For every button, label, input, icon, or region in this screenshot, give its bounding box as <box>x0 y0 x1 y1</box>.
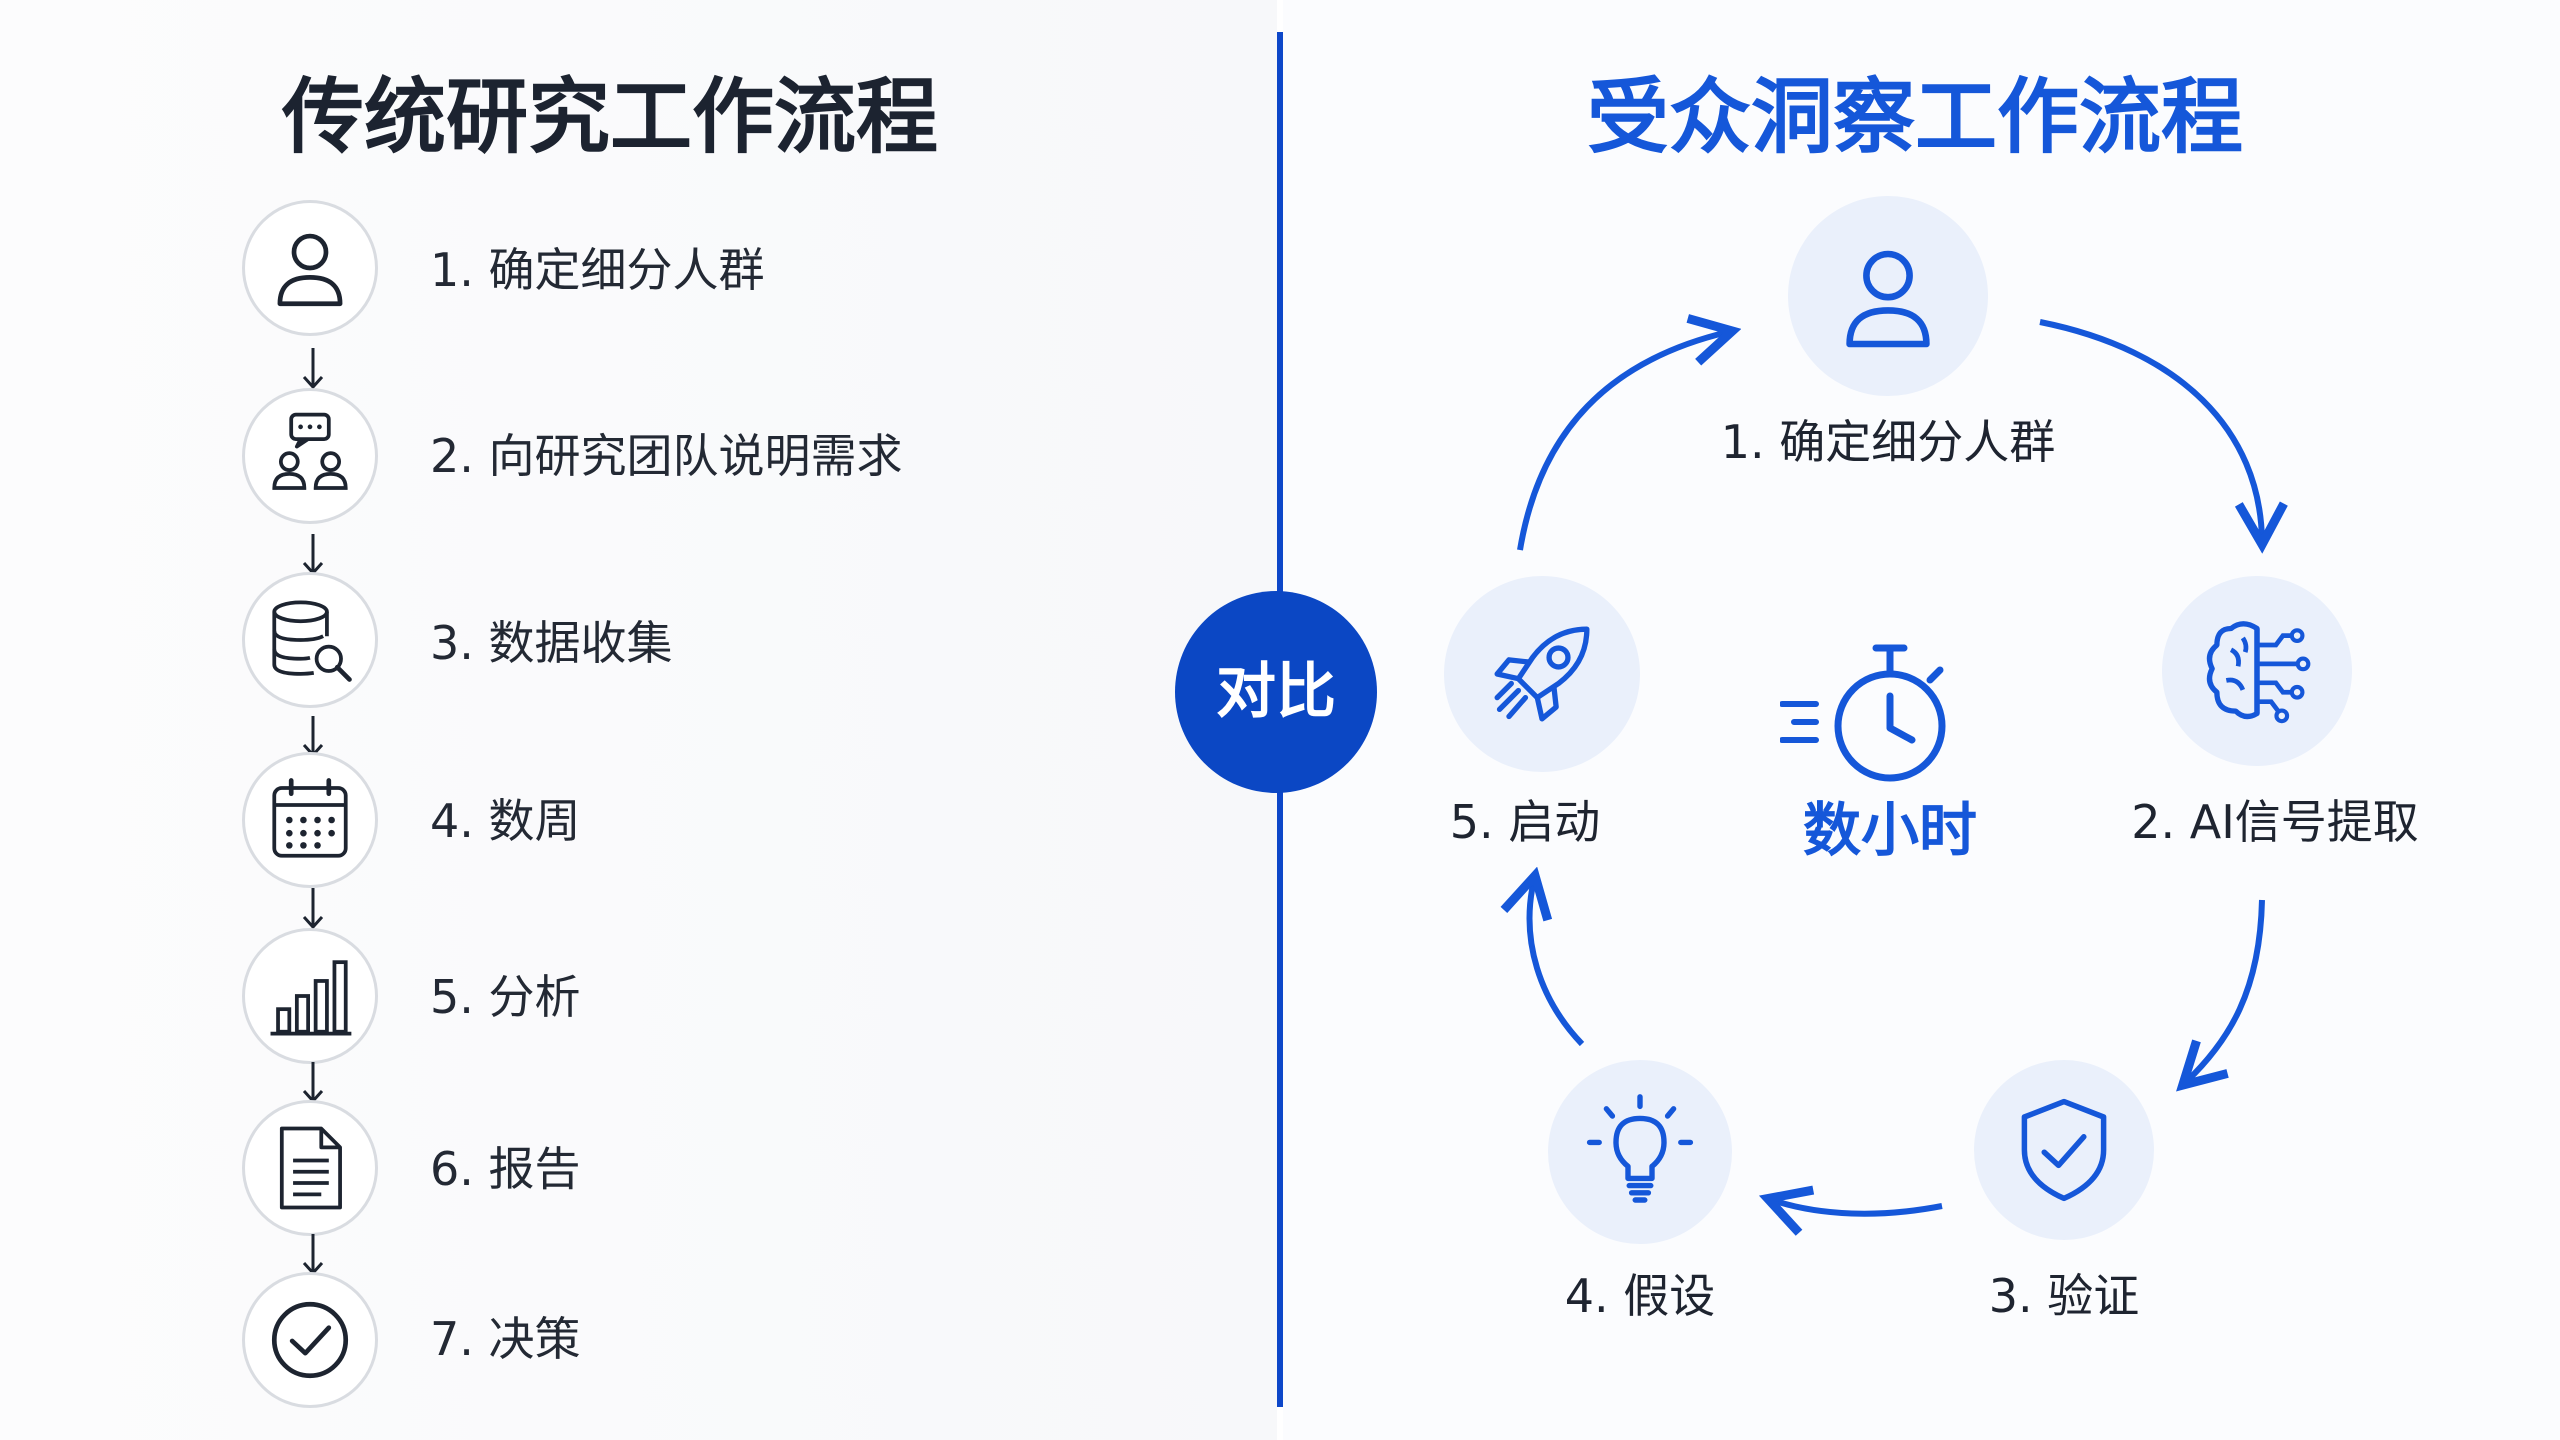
step-3-icon-circle <box>242 572 378 708</box>
rocket-icon <box>1494 626 1590 722</box>
step-5-icon-circle <box>242 928 378 1064</box>
traditional-step-3-label: 3. 数据收集 <box>430 616 673 670</box>
traditional-step-2-label: 2. 向研究团队说明需求 <box>430 429 903 483</box>
arrow-down-icon <box>302 534 324 576</box>
database-search-icon <box>272 600 352 682</box>
traditional-panel <box>0 0 1277 1440</box>
person-icon <box>277 233 343 307</box>
cycle-step-3-icon-circle <box>1974 1060 2154 1240</box>
cycle-step-4-label: 4. 假设 <box>1564 1269 1716 1323</box>
step-7-icon-circle <box>242 1272 378 1408</box>
check-circle-icon <box>271 1301 349 1379</box>
shield-check-icon <box>2021 1098 2107 1202</box>
traditional-title: 传统研究工作流程 <box>281 70 938 165</box>
arrow-down-icon <box>302 888 324 930</box>
stopwatch-icon <box>1780 644 1946 782</box>
cycle-step-1-label: 1. 确定细分人群 <box>1720 415 2056 469</box>
traditional-step-4-label: 4. 数周 <box>430 794 581 848</box>
cycle-step-4-icon-circle <box>1548 1060 1732 1244</box>
ai-brain-icon <box>2206 621 2311 724</box>
cycle-duration-label: 数小时 <box>1802 796 1977 864</box>
traditional-step-7-label: 7. 决策 <box>430 1312 581 1366</box>
cycle-step-2-icon-circle <box>2162 576 2352 766</box>
audience-insight-title: 受众洞察工作流程 <box>1586 70 2243 165</box>
calendar-icon <box>272 778 348 858</box>
cycle-step-2-label: 2. AI信号提取 <box>2131 795 2419 849</box>
arrow-down-icon <box>302 1234 324 1276</box>
step-1-icon-circle <box>242 200 378 336</box>
cycle-step-5-label: 5. 启动 <box>1449 795 1601 849</box>
cycle-step-5-icon-circle <box>1444 576 1640 772</box>
versus-badge: 对比 <box>1175 591 1377 793</box>
person-icon <box>1846 250 1930 348</box>
step-4-icon-circle <box>242 752 378 888</box>
traditional-step-1-label: 1. 确定细分人群 <box>430 243 765 297</box>
document-icon <box>279 1126 342 1210</box>
bar-chart-icon <box>270 960 352 1036</box>
cycle-step-3-label: 3. 验证 <box>1988 1269 2140 1323</box>
traditional-step-5-label: 5. 分析 <box>430 970 581 1024</box>
arrow-down-icon <box>302 1062 324 1104</box>
step-2-icon-circle <box>242 388 378 524</box>
team-chat-icon <box>272 412 348 490</box>
cycle-step-1-icon-circle <box>1788 196 1988 396</box>
step-6-icon-circle <box>242 1100 378 1236</box>
lightbulb-icon <box>1586 1094 1694 1203</box>
arrow-down-icon <box>302 348 324 390</box>
traditional-step-6-label: 6. 报告 <box>430 1142 581 1196</box>
